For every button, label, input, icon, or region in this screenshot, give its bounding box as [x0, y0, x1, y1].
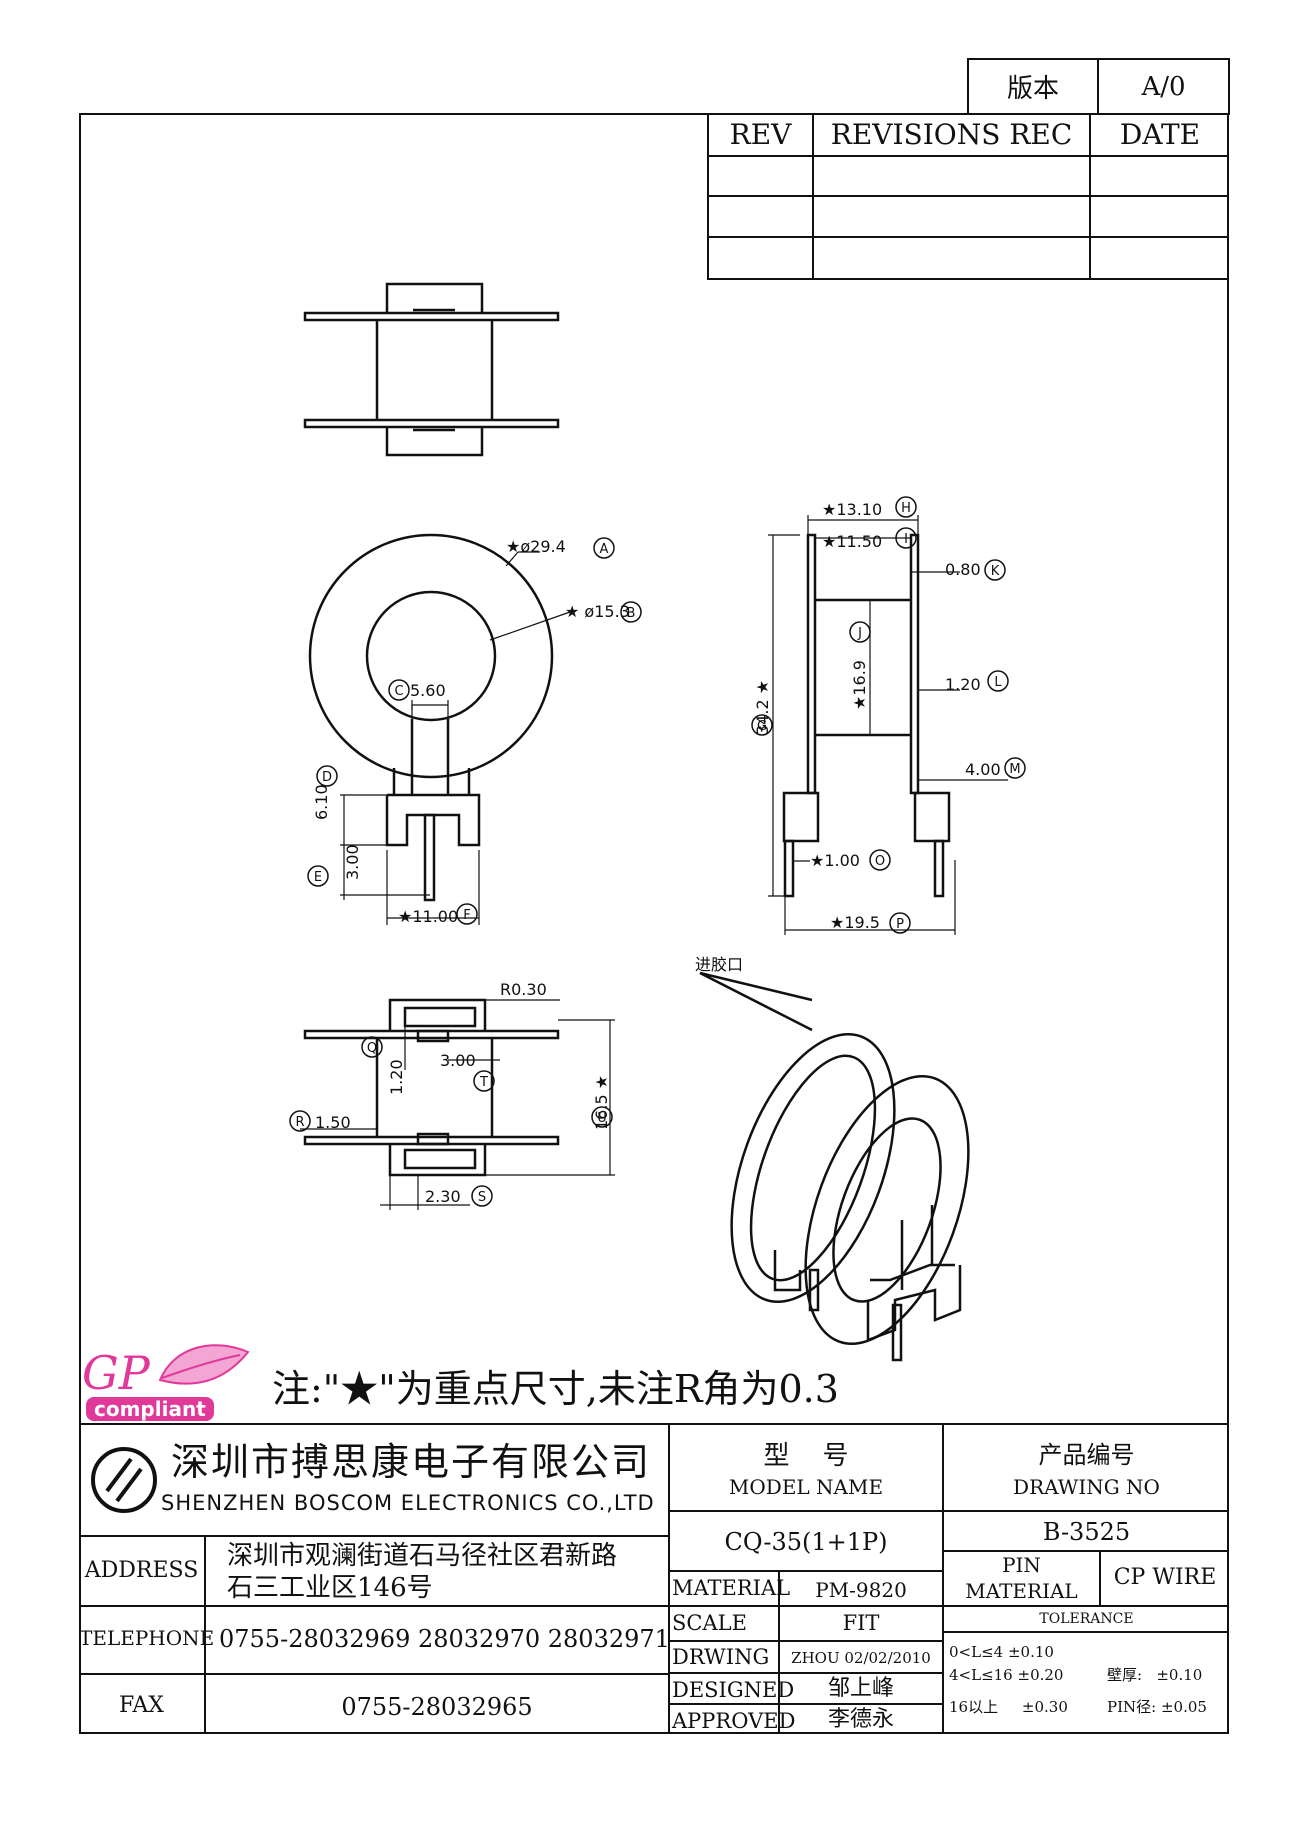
- dim-c: 5.60: [410, 681, 446, 700]
- pin-material-line2: MATERIAL: [965, 1579, 1078, 1603]
- drawing-label: DRWING: [672, 1645, 770, 1669]
- dim-e: 3.00: [343, 844, 362, 880]
- mark-u: U: [597, 1111, 607, 1126]
- fax-label: FAX: [119, 1693, 164, 1718]
- model-value: CQ-35(1+1P): [724, 1528, 888, 1556]
- version-label: 版本: [1006, 74, 1059, 104]
- dim-o: ★1.00: [810, 851, 860, 870]
- mark-t: T: [479, 1075, 488, 1090]
- mark-s: S: [478, 1190, 486, 1205]
- tolerance-2: 4<L≤16 ±0.20: [949, 1666, 1064, 1684]
- model-name-cn: 型 号: [763, 1441, 849, 1471]
- approved-value: 李德永: [827, 1707, 894, 1732]
- scale-value: FIT: [842, 1611, 880, 1635]
- top-view: [303, 282, 560, 457]
- dim-a: ★ø29.4: [506, 537, 566, 556]
- approved-label: APPROVED: [672, 1709, 796, 1733]
- wall-tolerance: 壁厚: ±0.10: [1107, 1666, 1203, 1684]
- gp-logo: GP: [82, 1346, 150, 1400]
- fax-value: 0755-28032965: [341, 1693, 533, 1721]
- mark-i: I: [904, 532, 908, 547]
- drawing-no-cn: 产品编号: [1038, 1441, 1135, 1469]
- front-view: [308, 533, 571, 925]
- gp-leaf-icon: [158, 1344, 250, 1385]
- mark-b: B: [627, 606, 636, 621]
- side-view: [768, 515, 1008, 935]
- dim-t: 3.00: [440, 1051, 476, 1070]
- compliant-badge: compliant: [86, 1397, 214, 1421]
- mark-c: C: [394, 684, 403, 699]
- gate-label: 进胶口: [695, 955, 743, 974]
- version-value: A/0: [1141, 71, 1186, 102]
- dim-k: 0.80: [945, 560, 981, 579]
- mark-m: M: [1009, 762, 1020, 777]
- telephone-value: 0755-28032969 28032970 28032971: [219, 1625, 670, 1653]
- address-line2: 石三工业区146号: [227, 1573, 433, 1603]
- dim-p: ★19.5: [830, 913, 880, 932]
- tolerance-label: TOLERANCE: [1039, 1611, 1134, 1627]
- mark-k: K: [991, 564, 1000, 579]
- drawing-no-value: B-3525: [1042, 1518, 1131, 1546]
- dim-r: 1.50: [315, 1113, 351, 1132]
- mark-g: G: [757, 719, 767, 734]
- material-label: MATERIAL: [672, 1576, 791, 1600]
- tolerance-1: 0<L≤4 ±0.10: [949, 1643, 1054, 1661]
- pin-material-value: CP WIRE: [1113, 1565, 1217, 1590]
- mark-e: E: [314, 870, 322, 885]
- dim-i: ★11.50: [822, 532, 882, 551]
- mark-f: F: [463, 908, 470, 923]
- mark-p: P: [896, 917, 904, 932]
- address-line1: 深圳市观澜街道石马径社区君新路: [227, 1541, 618, 1571]
- mark-h: H: [901, 501, 911, 516]
- mark-a: A: [600, 542, 609, 557]
- dim-g: 34.2 ★: [753, 680, 772, 735]
- dim-s: 2.30: [425, 1187, 461, 1206]
- designed-label: DESIGNED: [672, 1678, 795, 1702]
- drawing-frame: [79, 113, 1229, 1734]
- mark-r: R: [295, 1115, 304, 1130]
- dim-m: 4.00: [965, 760, 1001, 779]
- model-name-en: MODEL NAME: [728, 1475, 884, 1499]
- rev-header: REV: [729, 118, 792, 151]
- dim-r030: R0.30: [500, 980, 547, 999]
- mark-q: Q: [367, 1041, 377, 1056]
- telephone-label: TELEPHONE: [79, 1626, 215, 1650]
- designed-value: 邹上峰: [827, 1676, 894, 1701]
- company-name-cn: 深圳市搏思康电子有限公司: [171, 1440, 652, 1484]
- dim-d: 6.10: [312, 784, 331, 820]
- date-header: DATE: [1119, 118, 1201, 151]
- isometric-view: [699, 971, 970, 1362]
- tolerance-3: 16以上 ±0.30: [949, 1698, 1068, 1716]
- material-value: PM-9820: [815, 1578, 907, 1602]
- company-name-en: SHENZHEN BOSCOM ELECTRONICS CO.,LTD: [161, 1491, 655, 1515]
- drawing-no-en: DRAWING NO: [1013, 1475, 1160, 1499]
- pin-dia-tolerance: PIN径: ±0.05: [1107, 1698, 1207, 1716]
- mark-d: D: [322, 770, 332, 785]
- bottom-view: [300, 998, 615, 1210]
- mark-l: L: [994, 675, 1002, 690]
- pin-material-line1: PIN: [1002, 1553, 1041, 1577]
- dim-q: 1.20: [387, 1059, 406, 1095]
- scale-label: SCALE: [672, 1611, 747, 1635]
- address-label: ADDRESS: [84, 1558, 199, 1583]
- dim-f: ★11.00: [398, 907, 458, 926]
- dim-j: ★16.9: [850, 660, 869, 710]
- boscom-logo-icon: [91, 1447, 157, 1513]
- dim-l: 1.20: [945, 675, 981, 694]
- mark-j: J: [857, 626, 862, 641]
- dim-u: 16.5 ★: [592, 1075, 611, 1130]
- drawing-note: 注:"★"为重点尺寸,未注R角为0.3: [272, 1367, 839, 1411]
- mark-o: O: [875, 854, 885, 869]
- dim-h: ★13.10: [822, 500, 882, 519]
- title-block: 深圳市搏思康电子有限公司 SHENZHEN BOSCOM ELECTRONICS…: [79, 1423, 1229, 1736]
- revisions-table: REV REVISIONS REC DATE: [707, 113, 1229, 280]
- dim-b: ★ ø15.3: [565, 602, 630, 621]
- drawing-date: ZHOU 02/02/2010: [791, 1649, 931, 1667]
- revisions-rec-header: REVISIONS REC: [830, 118, 1073, 151]
